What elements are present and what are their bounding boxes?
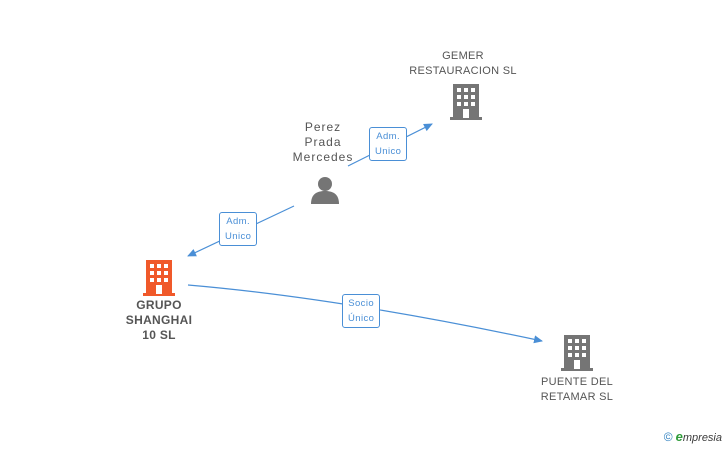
building-icon[interactable] bbox=[450, 84, 482, 120]
edge-label-adm-unico-gemer: Adm. Unico bbox=[369, 127, 408, 161]
edge-label-socio-unico: Socio Único bbox=[342, 294, 381, 328]
person-icon[interactable] bbox=[310, 176, 340, 204]
building-icon[interactable] bbox=[143, 260, 175, 296]
node-label-gemer: GEMER RESTAURACION SL bbox=[396, 49, 530, 79]
node-label-person-line1: Perez bbox=[304, 120, 342, 134]
brand-logo[interactable]: empresia bbox=[676, 429, 722, 444]
node-label-person-line3: Mercedes bbox=[292, 150, 354, 164]
node-label-puente-line2: RETAMAR SL bbox=[540, 391, 614, 403]
node-label-shanghai-line3: 10 SL bbox=[142, 328, 176, 342]
edge-label-line2: Único bbox=[348, 313, 375, 324]
node-label-person-line2: Prada bbox=[304, 135, 342, 149]
node-label-gemer-line1: GEMER bbox=[442, 50, 484, 62]
brand-logo-rest: mpresia bbox=[682, 432, 722, 444]
node-label-shanghai-line1: GRUPO bbox=[136, 298, 182, 312]
node-label-puente-line1: PUENTE DEL bbox=[540, 376, 614, 388]
node-label-person: Perez Prada Mercedes bbox=[280, 120, 366, 165]
edge-label-line2: Unico bbox=[375, 146, 402, 157]
edge-label-line1: Adm. bbox=[376, 131, 401, 142]
node-label-gemer-line2: RESTAURACION SL bbox=[409, 65, 517, 77]
edge-label-line1: Socio bbox=[348, 298, 375, 309]
edge-label-line2: Unico bbox=[225, 231, 252, 242]
node-label-puente: PUENTE DEL RETAMAR SL bbox=[517, 375, 637, 405]
node-label-shanghai: GRUPO SHANGHAI 10 SL bbox=[110, 298, 208, 343]
copyright-symbol: © bbox=[663, 429, 673, 444]
brand-logo-e: e bbox=[675, 429, 683, 444]
building-icon[interactable] bbox=[561, 335, 593, 371]
node-label-shanghai-line2: SHANGHAI bbox=[125, 313, 193, 327]
footer-brand: © empresia bbox=[664, 429, 722, 444]
edge-label-line1: Adm. bbox=[226, 216, 251, 227]
edge-label-adm-unico-shanghai: Adm. Unico bbox=[219, 212, 258, 246]
